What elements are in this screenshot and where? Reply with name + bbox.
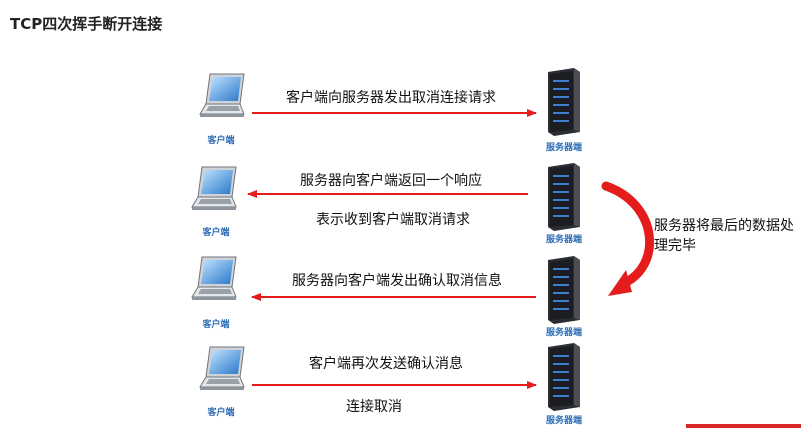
laptop-icon xyxy=(199,346,245,390)
client-label-1: 客户端 xyxy=(207,136,235,146)
server-label-2: 服务器端 xyxy=(545,235,582,245)
client-label-2: 客户端 xyxy=(202,228,230,238)
server-label-4: 服务器端 xyxy=(545,416,582,426)
curved-processing-arrow xyxy=(601,181,655,289)
laptop-icon xyxy=(199,73,245,117)
server-label-1: 服务器端 xyxy=(545,143,582,153)
side-note: 服务器将最后的数据处理完毕 xyxy=(654,218,794,254)
page-title: TCP四次挥手断开连接 xyxy=(10,15,163,33)
step-2-submessage: 表示收到客户端取消请求 xyxy=(316,212,470,228)
step-2-message: 服务器向客户端返回一个响应 xyxy=(300,173,482,189)
server-tower-1 xyxy=(546,66,606,136)
server-icon xyxy=(548,163,580,231)
server-tower-2 xyxy=(546,161,606,231)
server-icon xyxy=(548,343,580,411)
step-4-submessage: 连接取消 xyxy=(346,399,402,415)
server-icon xyxy=(548,256,580,324)
server-label-3: 服务器端 xyxy=(545,328,582,338)
client-laptop-4 xyxy=(196,345,256,399)
client-laptop-3 xyxy=(188,255,248,309)
step-4-message: 客户端再次发送确认消息 xyxy=(309,356,463,372)
step-1-message: 客户端向服务器发出取消连接请求 xyxy=(286,90,496,106)
client-label-4: 客户端 xyxy=(207,408,235,418)
step-3-message: 服务器向客户端发出确认取消信息 xyxy=(292,273,502,289)
client-label-3: 客户端 xyxy=(202,320,230,330)
client-laptop-1 xyxy=(196,72,256,126)
decorative-bar xyxy=(686,424,801,428)
server-tower-4 xyxy=(546,341,606,411)
laptop-icon xyxy=(191,256,237,300)
server-icon xyxy=(548,68,580,136)
curved-arrow-head xyxy=(608,270,632,296)
laptop-icon xyxy=(191,166,237,210)
client-laptop-2 xyxy=(188,165,248,219)
server-tower-3 xyxy=(546,254,606,324)
